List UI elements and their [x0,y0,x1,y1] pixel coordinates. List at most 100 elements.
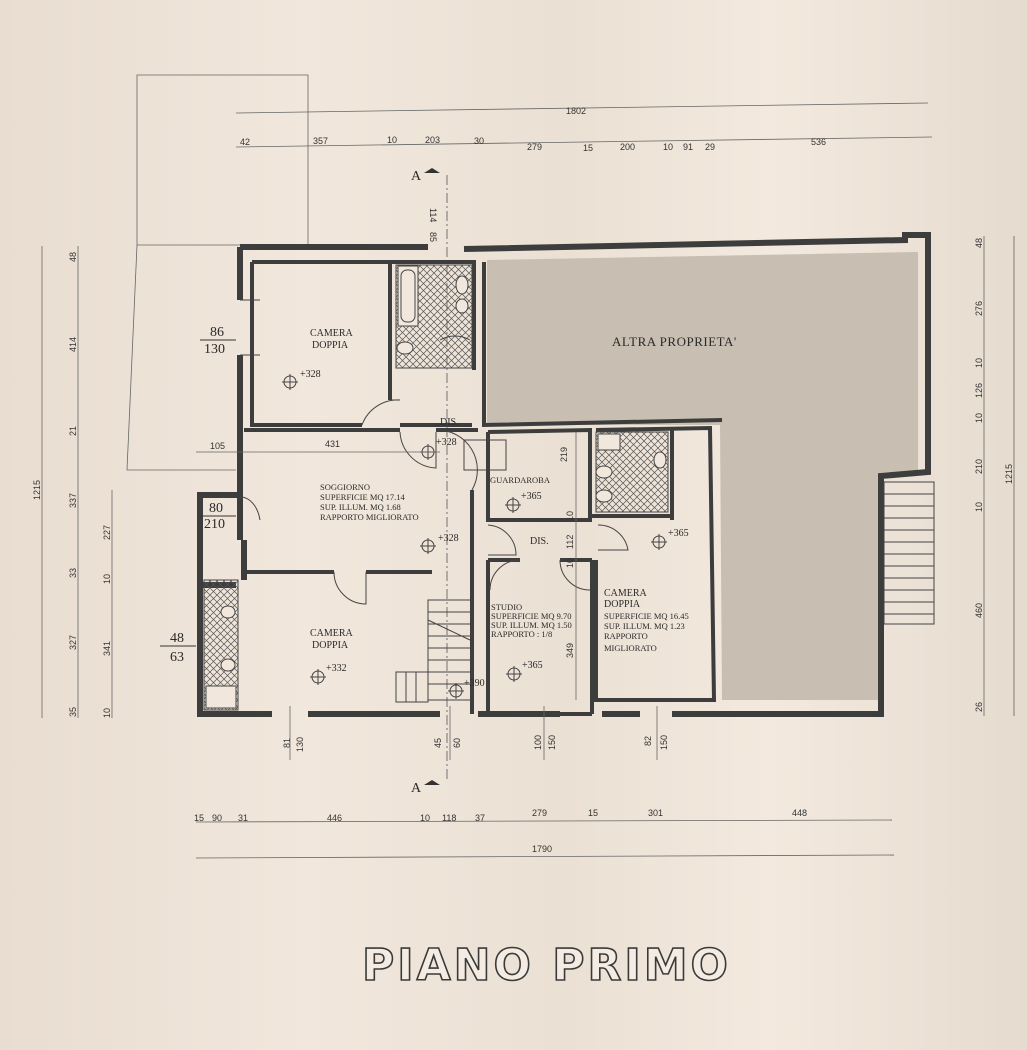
bottom-dim: 15 [588,808,598,818]
fixtures [205,265,667,709]
window-fraction-2: 80 210 [200,501,236,532]
site-outline [126,74,309,471]
top-dim: 30 [474,136,484,146]
window-dim: 82 [643,736,653,746]
window-dim: 150 [547,735,557,750]
room-guardaroba: GUARDAROBA [490,475,551,485]
level-label: +328 [438,533,459,544]
window-dim: 130 [295,737,305,752]
inner-dim: 10 [565,558,575,568]
room-info: MIGLIORATO [604,643,657,653]
inner-dim: 349 [565,643,575,658]
room-soggiorno: SOGGIORNO SUPERFICIE MQ 17.14 SUP. ILLUM… [320,482,459,544]
room-info: SUP. ILLUM. MQ 1.50 [491,620,572,630]
altra-proprieta-label: ALTRA PROPRIETA' [612,334,737,349]
inner-dim: 431 [325,439,340,449]
room-name: DOPPIA [312,340,349,351]
window-dim: 85 [428,232,438,242]
room-info: SUPERFICIE MQ 16.45 [604,611,689,621]
top-dim: 203 [425,135,440,145]
inner-dim: 219 [559,447,569,462]
right-dim: 126 [974,383,984,398]
room-info: RAPPORTO : 1/8 [491,629,552,639]
left-dim: 10 [102,574,112,584]
room-info: SUP. ILLUM. MQ 1.23 [604,621,685,631]
room-studio: STUDIO SUPERFICIE MQ 9.70 SUP. ILLUM. MQ… [491,602,572,671]
bottom-dim: 301 [648,808,663,818]
right-dim: 460 [974,603,984,618]
room-info: RAPPORTO MIGLIORATO [320,512,419,522]
level-markers [282,374,667,699]
bottom-dim: 10 [420,813,430,823]
room-name: DOPPIA [604,599,641,610]
fraction-num: 86 [210,325,224,340]
bottom-dim: 446 [327,813,342,823]
room-camera-right: CAMERA DOPPIA SUPERFICIE MQ 16.45 SUP. I… [604,528,689,653]
level-label: +328 [300,369,321,380]
bottom-dim: 15 [194,813,204,823]
section-line: A A [411,168,448,796]
right-dim: 210 [974,459,984,474]
right-dim: 26 [974,702,984,712]
room-dis-top: DIS. [440,417,459,428]
fraction-num: 80 [209,501,223,516]
inner-dim: 112 [565,535,575,549]
room-name: CAMERA [310,328,354,339]
top-dimensions: 1802 42 357 10 203 30 279 15 200 10 91 2… [235,102,933,153]
doors [239,299,629,605]
window-fraction-3: 48 63 [160,631,196,665]
right-dim: 48 [974,238,984,248]
left-dim: 414 [68,337,78,352]
bottom-dimensions: 15 90 31 446 10 118 37 279 15 301 448 17… [194,808,895,859]
room-info: SUPERFICIE MQ 17.14 [320,492,406,502]
left-dim: 227 [102,525,112,540]
left-dim: 327 [68,635,78,650]
room-name: DOPPIA [312,640,349,651]
bottom-dim: 37 [475,813,485,823]
room-dis-mid: DIS. [530,536,549,547]
top-dim: 15 [583,143,593,153]
right-dim: 10 [974,413,984,423]
fraction-den: 63 [170,650,184,665]
staircase [395,599,473,703]
inner-dimensions: 105 431 219 10 112 10 349 [196,432,577,700]
walls [197,232,931,717]
right-total-dim: 1215 [1004,464,1014,484]
room-name: CAMERA [604,588,648,599]
external-stair [883,481,935,625]
window-dim: 45 [433,738,443,748]
right-dim: 276 [974,301,984,316]
left-dimensions: 1215 48 414 21 337 33 327 35 227 10 341 … [32,246,113,718]
bottom-dim: 118 [442,813,456,823]
room-name: CAMERA [310,628,354,639]
window-dim: 81 [282,738,292,748]
section-mark-bottom: A [411,781,422,796]
left-dim: 33 [68,568,78,578]
level-label: +365 [668,528,689,539]
top-dim: 10 [663,142,673,152]
bottom-window-dimensions: 81 130 45 60 100 150 82 150 [282,706,669,760]
room-camera-bottom-left: CAMERA DOPPIA +332 [310,628,354,674]
section-mark-top: A [411,169,422,184]
window-dim: 150 [659,735,669,750]
fraction-num: 48 [170,631,184,646]
top-dim: 29 [705,142,715,152]
right-dim: 10 [974,358,984,368]
level-label: +365 [522,660,543,671]
top-dim: 200 [620,142,635,152]
bottom-dim: 90 [212,813,222,823]
room-name: SOGGIORNO [320,482,370,492]
room-info: SUPERFICIE MQ 9.70 [491,611,572,621]
bottom-dim: 279 [532,808,547,818]
level-label: +332 [326,663,347,674]
level-label: +390 [464,678,485,689]
top-dim: 279 [527,142,542,152]
top-dim: 91 [683,142,693,152]
altra-proprieta-area [487,252,918,700]
level-label: +328 [436,437,457,448]
level-label: +365 [521,491,542,502]
top-dim: 42 [240,137,250,147]
bottom-total-dim: 1790 [532,844,552,854]
